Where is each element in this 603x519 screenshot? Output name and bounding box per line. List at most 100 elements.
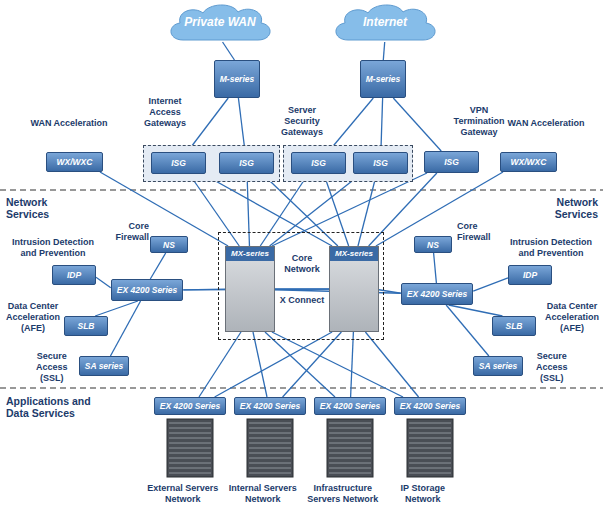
device-box: M-series [360,60,407,98]
connector-line [449,305,503,316]
connector-line [95,301,138,316]
device-label: SLB [76,321,97,331]
server-slot [169,458,211,459]
server-slot [329,423,371,424]
caption-label: Internet Access Gateways [134,96,196,129]
server-slot [329,433,371,434]
group-box: Internet Access GatewaysISGISG [143,145,280,182]
server-slot [409,428,451,429]
device-box: WX/WXCWAN Acceleration [500,152,557,172]
connector-line [473,278,508,291]
device-box: ISG [291,152,346,174]
server-stack [167,419,213,477]
device-label: ISG [442,157,461,167]
caption-label: External Servers Network [145,483,221,505]
core-region: Core NetworkMX-seriesMX-series [218,232,384,340]
server-slot [329,458,371,459]
device-label: EX 4200 Series [115,285,180,295]
caption-label: Secure Access (SSL) [28,351,76,384]
device-label: WX/WXC [55,157,95,167]
device-box: ISG [151,152,206,174]
device-box: EX 4200 SeriesExternal Servers Network [154,397,227,415]
server-slot [329,473,371,474]
connector-line [203,174,332,246]
connector-line [272,173,427,246]
device-label: IDP [521,270,539,280]
device-box: SA seriesSecure Access (SSL) [473,356,523,376]
server-slot [169,428,211,429]
connector-line [189,174,239,246]
device-label: M-series [218,74,257,84]
server-slot [329,468,371,469]
device-box: WX/WXCWAN Acceleration [46,152,103,172]
device-label: Internet [361,15,409,29]
device-box: EX 4200 Series [401,283,474,305]
server-slot [409,468,451,469]
device-label: SLB [504,321,525,331]
server-slot [249,473,291,474]
device-label: NS [425,240,441,250]
device-box: NSCore Firewall [150,236,188,253]
caption-label: Core Firewall [99,221,149,243]
server-slot [409,423,451,424]
connector-line [379,290,401,294]
connector-line [272,332,403,397]
device-box: EX 4200 Series [111,279,184,301]
connector-line [96,277,111,288]
connector-line [110,301,140,356]
device-label: EX 4200 Series [318,401,383,411]
device-label: IDP [65,270,83,280]
server-stack [327,419,373,477]
caption-label: Secure Access (SSL) [528,351,576,384]
caption-label: WAN Acceleration [29,118,109,129]
device-label: Private WAN [182,15,257,29]
device-label: EX 4200 Series [405,289,470,299]
server-slot [249,453,291,454]
server-slot [249,448,291,449]
server-slot [329,453,371,454]
caption-label: Internal Servers Network [225,483,301,505]
server-slot [169,463,211,464]
connector-line [275,288,329,289]
connector-line [238,98,245,152]
device-box: IDPIntrusion Detection and Prevention [52,265,96,285]
device-box: ISG [219,152,274,174]
device-box: EX 4200 SeriesIP Storage Network [394,397,467,415]
server-slot [409,443,451,444]
caption-label: Intrusion Detection and Prevention [3,237,103,259]
section-label: Network Services [540,196,598,220]
caption-label: VPN Termination Gateway [447,105,511,138]
chassis-box: MX-series [225,246,275,332]
connector-line [434,253,437,283]
server-slot [249,463,291,464]
server-slot [169,433,211,434]
server-slot [249,423,291,424]
device-label: ISG [309,158,328,168]
section-label: Applications and Data Services [6,395,96,419]
group-box: Server Security GatewaysISGISG [283,145,413,182]
device-label: EX 4200 Series [398,401,463,411]
connector-line [223,42,235,60]
device-label: ISG [169,158,188,168]
connector-line [263,174,338,246]
server-slot [169,448,211,449]
server-stack [407,419,453,477]
device-box: M-series [214,60,261,98]
device-label: MX-series [333,247,375,260]
connector-line [150,253,165,279]
server-slot [329,463,371,464]
server-slot [329,443,371,444]
server-slot [409,448,451,449]
chassis-box: MX-series [329,246,379,332]
device-label: NS [161,240,177,250]
server-slot [329,438,371,439]
connector-line [383,42,384,60]
server-slot [169,468,211,469]
caption-label: Infrastructure Servers Network [305,483,381,505]
connector-line [187,98,228,152]
device-box: ISGVPN Termination Gateway [424,151,479,173]
connector-line [365,332,418,397]
server-slot [169,438,211,439]
device-box: IDPIntrusion Detection and Prevention [508,265,552,285]
